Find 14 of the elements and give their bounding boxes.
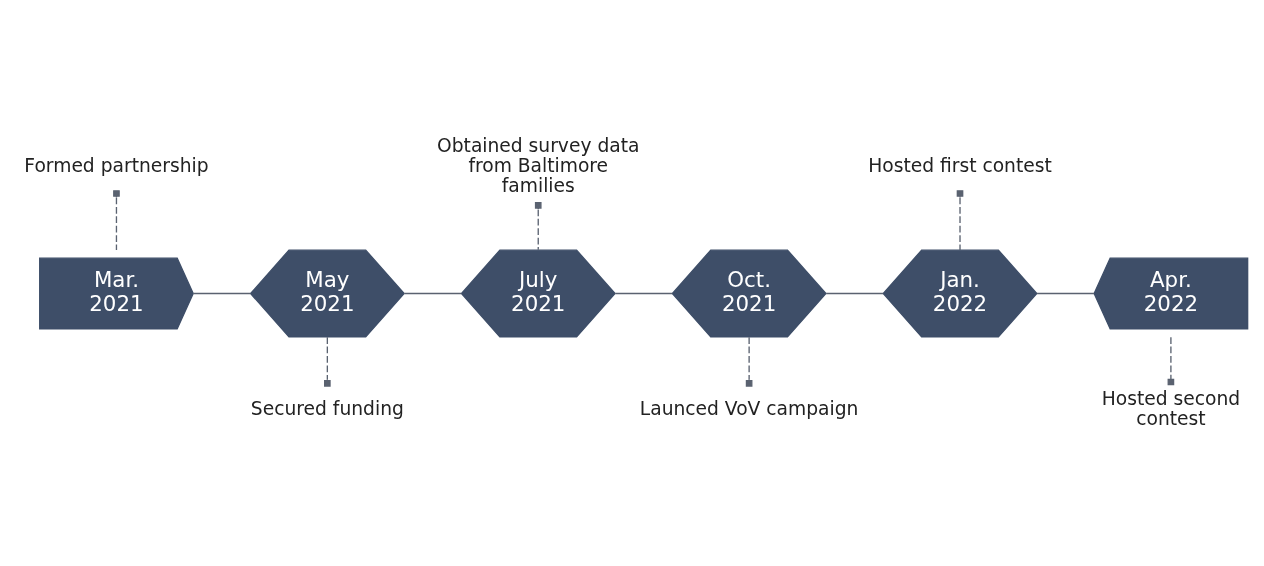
node-text: Hosted second contest <box>1101 387 1241 429</box>
connector <box>745 336 753 387</box>
connector <box>614 292 673 294</box>
node-text: Hosted first contest <box>868 154 1052 176</box>
node-text: Secured funding <box>250 397 404 419</box>
node-text: Launced VoV campaign <box>639 397 859 419</box>
connector <box>324 336 331 387</box>
connector <box>956 189 964 251</box>
node-text: Formed partnership <box>24 154 209 176</box>
connector <box>825 292 884 294</box>
node-text: Obtained survey data from Baltimore families <box>437 134 640 196</box>
connector <box>403 292 463 294</box>
connector <box>192 292 252 294</box>
connector <box>1036 292 1095 294</box>
